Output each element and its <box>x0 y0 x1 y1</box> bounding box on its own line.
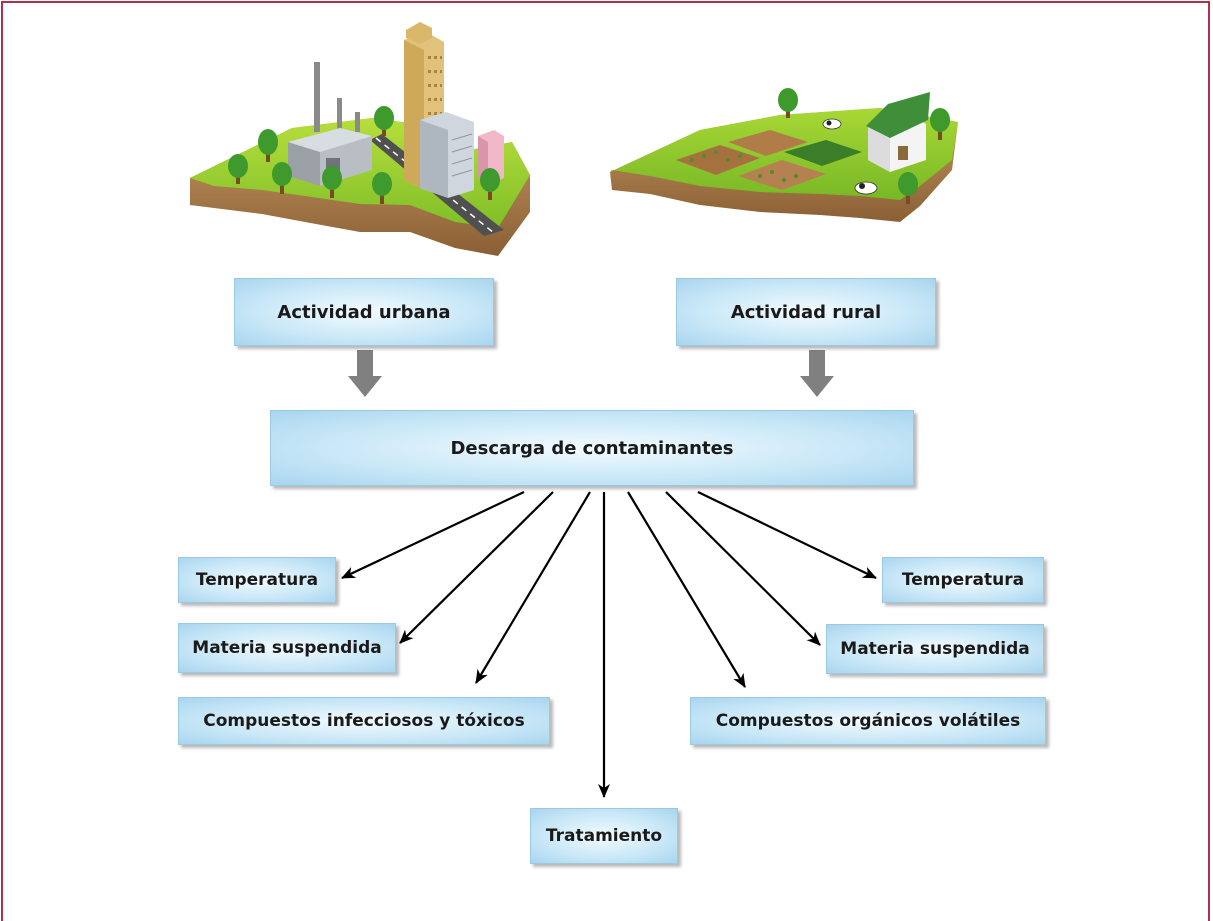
pollutant-discharge-box: Descarga de contaminantes <box>270 410 914 486</box>
right-suspended-matter-label: Materia suspendida <box>840 639 1030 659</box>
volatile-organic-compounds-box: Compuestos orgánicos volátiles <box>690 697 1046 745</box>
treatment-label: Tratamiento <box>545 826 663 846</box>
volatile-organic-compounds-label: Compuestos orgánicos volátiles <box>715 711 1021 731</box>
infectious-toxic-compounds-label: Compuestos infecciosos y tóxicos <box>203 711 525 731</box>
treatment-box: Tratamiento <box>530 808 678 864</box>
left-suspended-matter-box: Materia suspendida <box>178 623 396 673</box>
right-suspended-matter-box: Materia suspendida <box>826 624 1044 674</box>
right-temperature-label: Temperatura <box>901 570 1025 590</box>
right-temperature-box: Temperatura <box>882 557 1044 603</box>
rural-activity-box: Actividad rural <box>676 278 936 346</box>
infectious-toxic-compounds-box: Compuestos infecciosos y tóxicos <box>178 697 550 745</box>
left-temperature-box: Temperatura <box>178 557 336 603</box>
urban-activity-label: Actividad urbana <box>277 301 451 323</box>
rural-activity-label: Actividad rural <box>730 301 882 323</box>
left-suspended-matter-label: Materia suspendida <box>192 638 382 658</box>
pollutant-discharge-label: Descarga de contaminantes <box>450 437 734 459</box>
left-temperature-label: Temperatura <box>195 570 319 590</box>
urban-activity-box: Actividad urbana <box>234 278 494 346</box>
